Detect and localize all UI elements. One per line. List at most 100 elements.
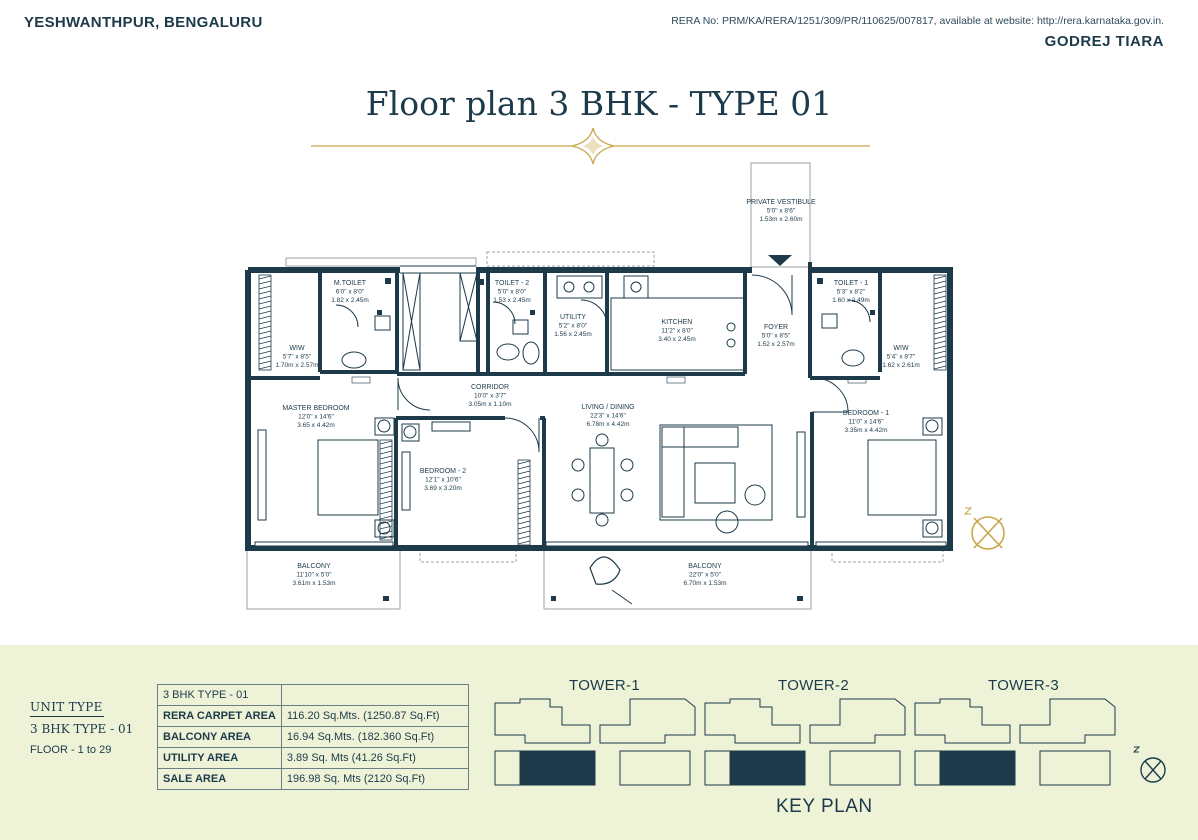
wardrobe-hatch <box>258 325 272 330</box>
room-label-balcony-main: 6.70m x 1.53m <box>684 580 727 587</box>
row-value: 116.20 Sq.Mts. (1250.87 Sq.Ft) <box>280 705 469 727</box>
floor-plan: /* hatching drawn below */ <box>245 127 1005 610</box>
wardrobe-hatch <box>933 310 947 315</box>
wardrobe-hatch <box>517 470 531 475</box>
tower-3-label: TOWER-3 <box>988 677 1059 694</box>
wardrobe-hatch <box>517 535 531 540</box>
room-label-bedroom-2: 3.69 x 3.20m <box>424 485 462 492</box>
wardrobe-hatch <box>517 510 531 515</box>
wardrobe-hatch <box>517 465 531 470</box>
wardrobe-hatch <box>517 490 531 495</box>
wardrobe-hatch <box>258 295 272 300</box>
room-label-wiw-left: 1.70m x 2.57m <box>276 362 319 369</box>
wardrobe-hatch <box>517 505 531 510</box>
room-label-toilet-2: TOILET - 2 <box>495 280 529 287</box>
title-ornament <box>311 127 870 165</box>
room-label-toilet-1: 5'3" x 8'2" <box>837 289 866 296</box>
room-label-m-toilet: 6'0" x 8'0" <box>336 289 365 296</box>
wardrobe-hatch <box>933 320 947 325</box>
wardrobe-hatch <box>258 365 272 370</box>
room-label-vestibule: 1.53m x 2.60m <box>760 216 803 223</box>
wardrobe-hatch <box>933 345 947 350</box>
row-value: 3.89 Sq. Mts (41.26 Sq.Ft) <box>280 747 469 769</box>
unit-outline <box>494 750 521 786</box>
room-label-living-dining: 22'3" x 14'6" <box>590 413 626 420</box>
room-label-utility: 1.56 x 2.45m <box>554 331 592 338</box>
tower-outline <box>494 698 591 744</box>
row-label: BALCONY AREA <box>157 726 282 748</box>
tower-outline <box>809 698 906 744</box>
wardrobe-hatch <box>933 280 947 285</box>
wardrobe-hatch <box>379 515 393 520</box>
wardrobe-hatch <box>258 285 272 290</box>
room-label-bedroom-2: BEDROOM - 2 <box>420 468 466 475</box>
wardrobe-hatch <box>933 275 947 280</box>
table-header-cell: 3 BHK TYPE - 01 <box>157 684 282 706</box>
wardrobe-hatch <box>258 345 272 350</box>
room-label-balcony-left: 11'10" x 5'0" <box>296 572 332 579</box>
tower-outline <box>704 698 801 744</box>
highlighted-unit <box>729 750 806 786</box>
room-label-kitchen: 3.40 x 2.45m <box>658 336 696 343</box>
wardrobe-hatch <box>933 365 947 370</box>
row-label: SALE AREA <box>157 768 282 790</box>
row-label: RERA CARPET AREA <box>157 705 282 727</box>
room-label-toilet-2: 1.53 x 2.45m <box>493 297 531 304</box>
wardrobe-hatch <box>933 300 947 305</box>
wardrobe-hatch <box>258 310 272 315</box>
room-label-master-bedroom: 12'0" x 14'6" <box>298 414 334 421</box>
wardrobe-hatch <box>517 475 531 480</box>
room-label-foyer: 5'0" x 8'5" <box>762 333 791 340</box>
room-label-wiw-left: 5'7" x 8'5" <box>283 354 312 361</box>
wardrobe-hatch <box>517 520 531 525</box>
highlighted-unit <box>939 750 1016 786</box>
room-label-m-toilet: 1.82 x 2.45m <box>331 297 369 304</box>
room-label-bedroom-1: 3.35m x 4.42m <box>845 427 888 434</box>
wardrobe-hatch <box>517 480 531 485</box>
wardrobe-hatch <box>258 330 272 335</box>
wardrobe-hatch <box>258 340 272 345</box>
unit-outline <box>704 750 731 786</box>
location-heading: YESHWANTHPUR, BENGALURU <box>24 14 263 31</box>
unit-type-label: UNIT TYPE <box>30 700 103 714</box>
room-label-foyer: 1.52 x 2.57m <box>757 341 795 348</box>
key-plan-title: KEY PLAN <box>776 796 873 817</box>
room-label-master-bedroom: 3.65 x 4.42m <box>297 422 335 429</box>
room-label-corridor: 10'0" x 3'7" <box>474 393 507 400</box>
room-label-wiw-right: WIW <box>893 345 909 352</box>
room-label-corridor: CORRIDOR <box>471 384 509 391</box>
wardrobe-hatch <box>379 510 393 515</box>
wardrobe-hatch <box>933 315 947 320</box>
wardrobe-hatch <box>517 460 531 465</box>
wardrobe-hatch <box>933 350 947 355</box>
room-label-wiw-left: WIW <box>289 345 305 352</box>
wardrobe-hatch <box>258 320 272 325</box>
wardrobe-hatch <box>517 495 531 500</box>
wardrobe-hatch <box>258 360 272 365</box>
table-header-cell-empty <box>280 684 469 706</box>
wardrobe-hatch <box>379 480 393 485</box>
room-label-master-bedroom: MASTER BEDROOM <box>282 405 349 412</box>
tower-outline <box>1039 750 1111 786</box>
tower-outline <box>1019 698 1116 744</box>
room-label-balcony-left: 3.61m x 1.53m <box>293 580 336 587</box>
room-label-wiw-right: 1.62 x 2.61m <box>882 362 920 369</box>
room-label-wiw-right: 5'4" x 8'7" <box>887 354 916 361</box>
tower-outline <box>599 698 696 744</box>
unit-type-divider <box>30 716 104 717</box>
wardrobe-hatch <box>517 525 531 530</box>
north-compass-small-icon <box>1132 746 1166 783</box>
wardrobe-hatch <box>517 540 531 545</box>
room-label-living-dining: LIVING / DINING <box>581 404 634 411</box>
wardrobe-hatch <box>379 475 393 480</box>
wardrobe-hatch <box>517 515 531 520</box>
wardrobe-hatch <box>379 450 393 455</box>
unit-type-value: 3 BHK TYPE - 01 <box>30 722 134 736</box>
wardrobe-hatch <box>258 315 272 320</box>
wardrobe-hatch <box>379 460 393 465</box>
wardrobe-hatch <box>933 330 947 335</box>
wardrobe-hatch <box>258 355 272 360</box>
